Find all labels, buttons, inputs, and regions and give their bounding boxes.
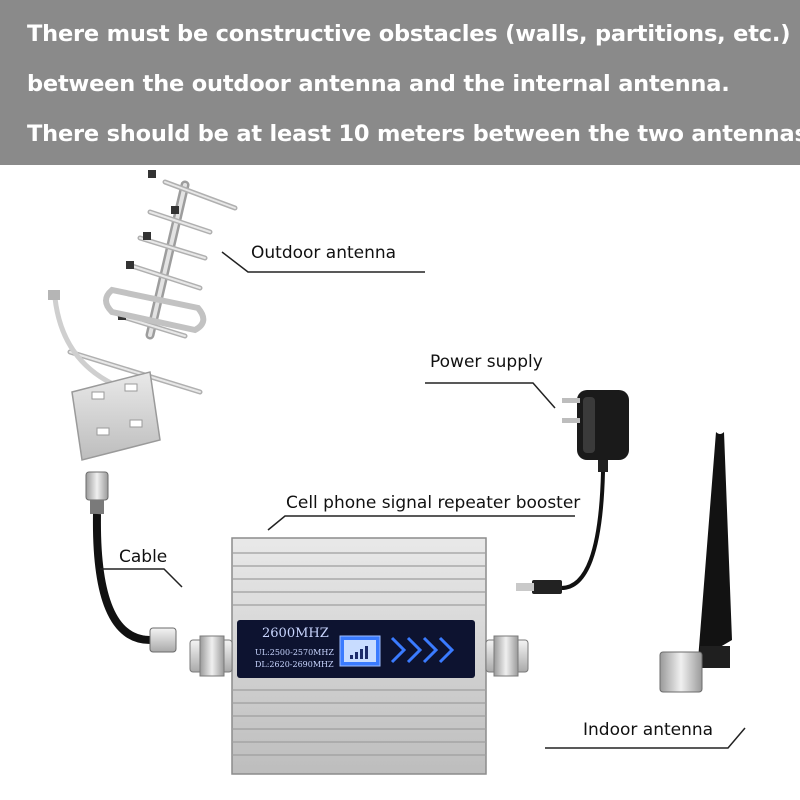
outdoor-antenna-leader — [221, 251, 425, 273]
coax-cable-icon — [85, 471, 177, 653]
repeater-leader — [267, 515, 575, 531]
instruction-line-3: There should be at least 10 meters betwe… — [27, 121, 800, 147]
power-adapter-icon — [516, 390, 629, 594]
outdoor-antenna-label: Outdoor antenna — [251, 243, 397, 263]
repeater-device-icon — [189, 537, 529, 775]
instruction-line-2: between the outdoor antenna and the inte… — [27, 71, 730, 97]
yagi-antenna-icon — [48, 170, 238, 461]
power-supply-label: Power supply — [430, 352, 543, 372]
cable-label: Cable — [119, 547, 168, 567]
whip-antenna-icon — [659, 432, 732, 693]
cable-leader — [100, 568, 183, 588]
repeater-label: Cell phone signal repeater booster — [286, 493, 581, 513]
power-supply-leader — [425, 382, 556, 409]
instruction-line-1: There must be constructive obstacles (wa… — [27, 21, 791, 47]
indoor-antenna-leader — [545, 727, 746, 749]
device-downlink: DL:2620-2690MHZ — [255, 660, 334, 669]
indoor-antenna-label: Indoor antenna — [583, 720, 714, 740]
device-frequency: 2600MHZ — [262, 626, 329, 641]
instruction-banner: There must be constructive obstacles (wa… — [0, 0, 800, 165]
device-uplink: UL:2500-2570MHZ — [255, 648, 334, 657]
